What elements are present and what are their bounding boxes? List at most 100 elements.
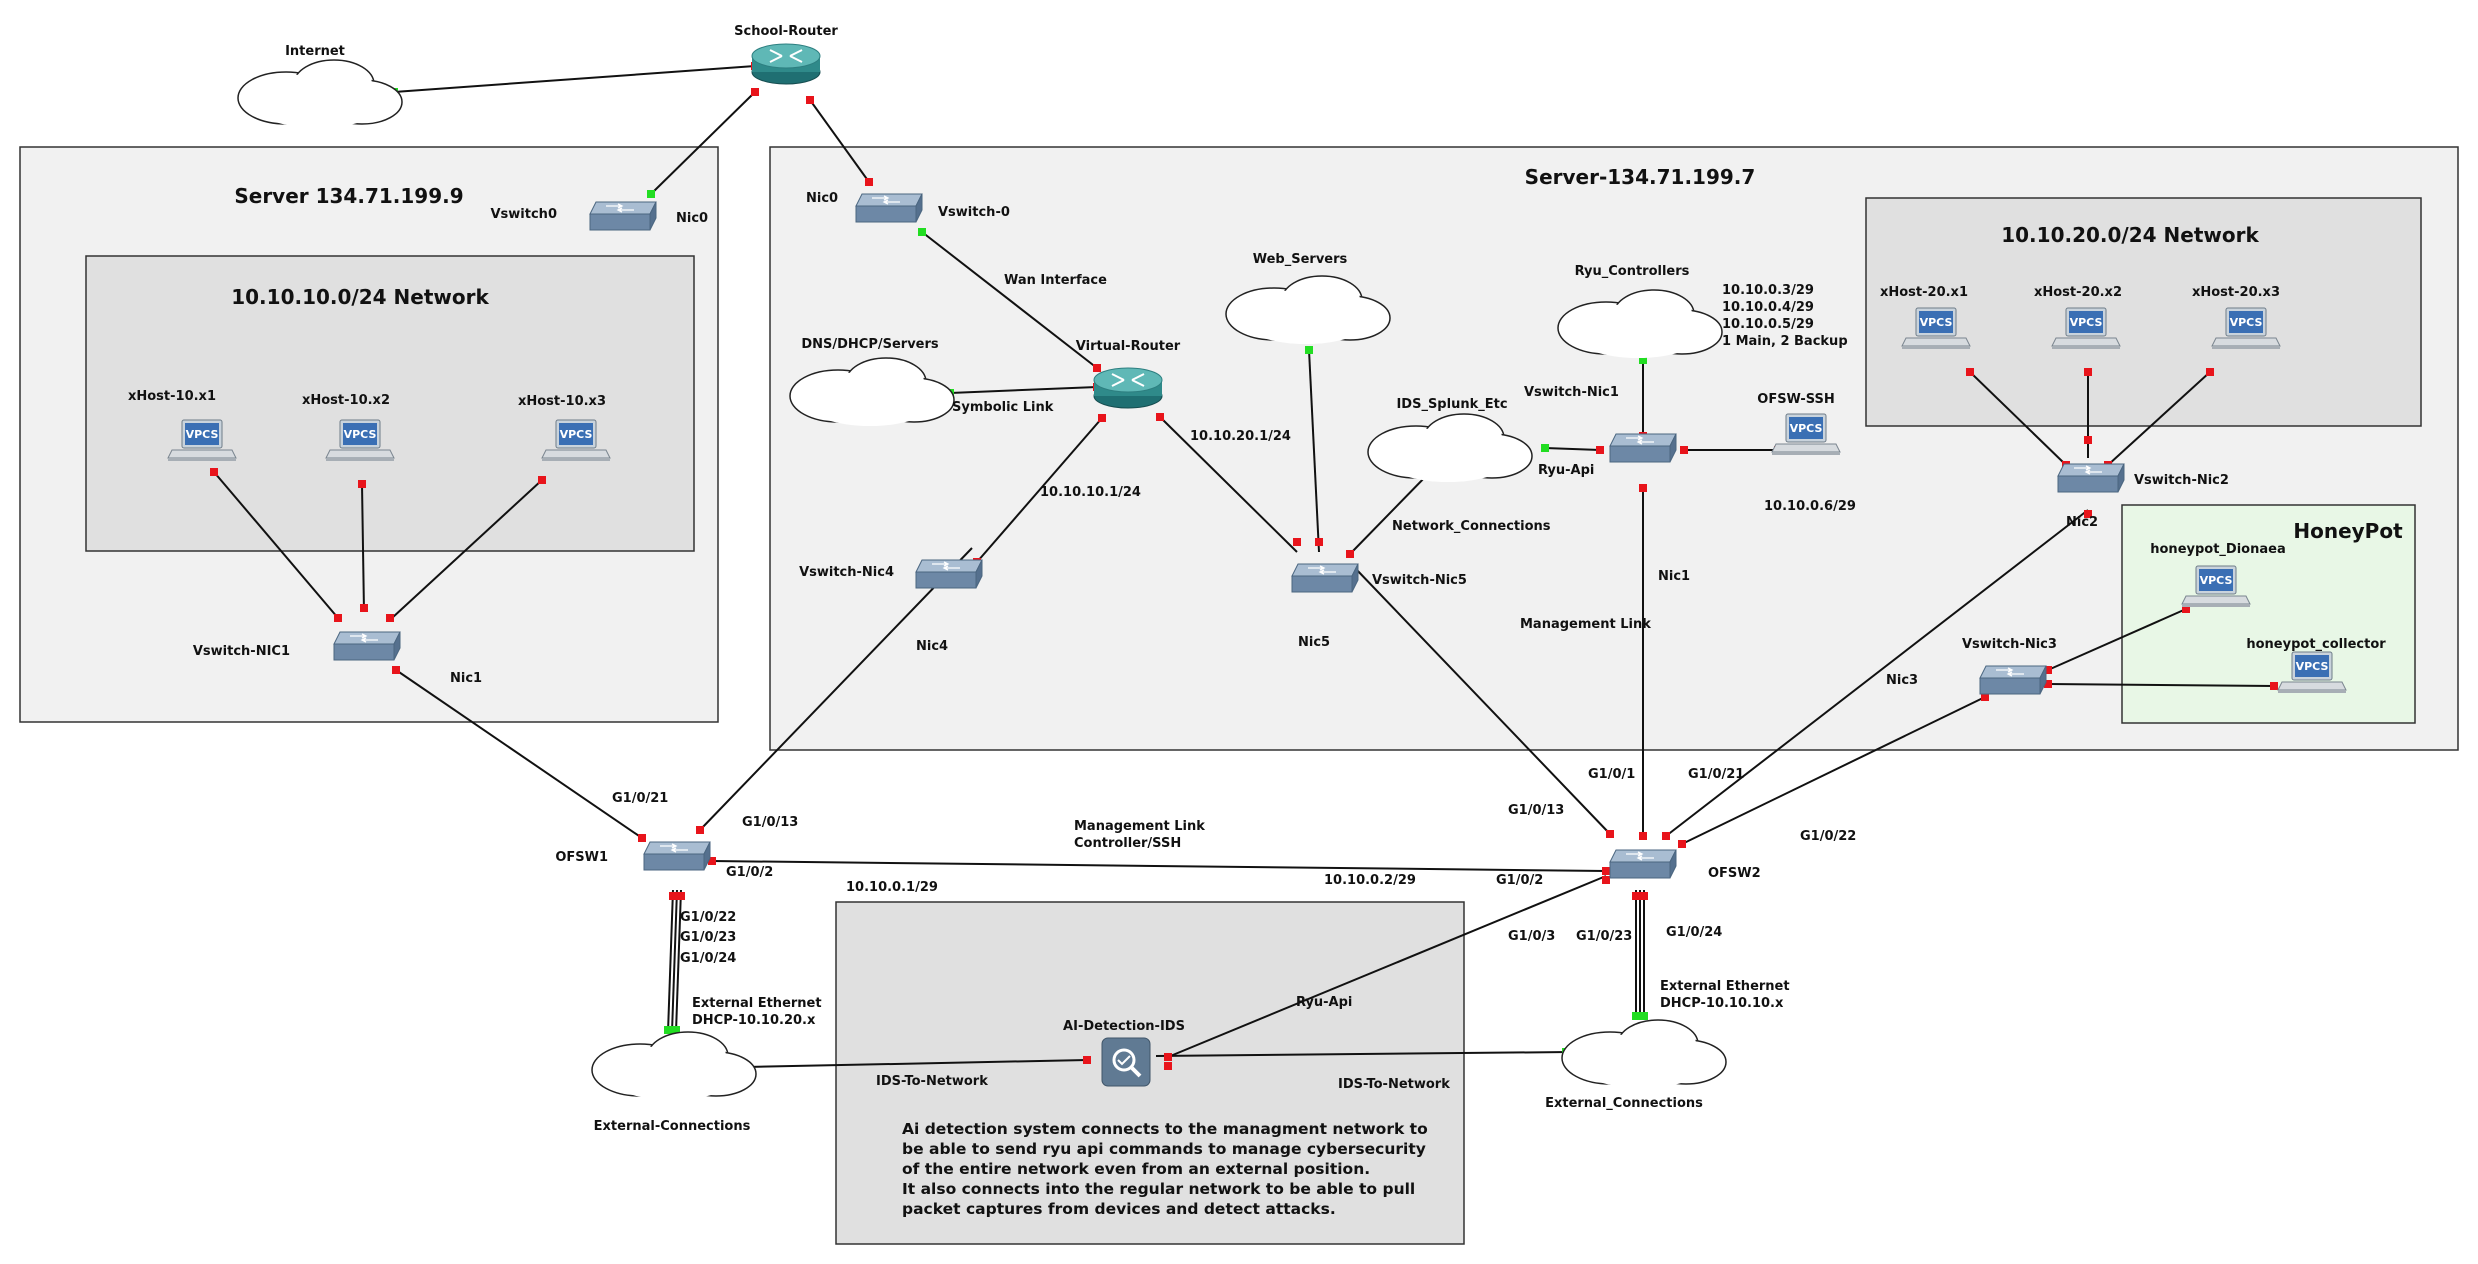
- ai-detection-ids-label: AI-Detection-IDS: [1063, 1019, 1185, 1034]
- ids-splunk-label: IDS_Splunk_Etc: [1396, 397, 1507, 412]
- ids-note: Ai detection system connects to the mana…: [902, 1120, 1428, 1218]
- note-line-2: be able to send ryu api commands to mana…: [902, 1140, 1426, 1158]
- net-10-1-label: 10.10.10.1/24: [1040, 485, 1141, 500]
- xhost-20-x1-icon[interactable]: VPCS: [1901, 307, 1971, 350]
- g1-0-24-left: G1/0/24: [680, 951, 736, 966]
- ofsw2-icon[interactable]: [1609, 849, 1677, 879]
- vswitch0-icon[interactable]: [589, 201, 657, 231]
- network-connections-label: Network_Connections: [1392, 519, 1551, 534]
- nic2-label: Nic2: [2066, 515, 2098, 530]
- internet-cloud[interactable]: [237, 59, 403, 129]
- xhost-10-x3-label: xHost-10.x3: [518, 394, 606, 409]
- server-7-title: Server-134.71.199.7: [1525, 165, 1756, 189]
- honeypot-dionaea-icon[interactable]: VPCS: [2181, 565, 2251, 608]
- xhost-20-x2-icon[interactable]: VPCS: [2051, 307, 2121, 350]
- g1-0-13-right: G1/0/13: [1508, 803, 1564, 818]
- nic4-label: Nic4: [916, 639, 948, 654]
- vpcs-hosts: VPCS xHost-10.x1 VPCS xHost-10.x2 VPCS x…: [128, 285, 2386, 694]
- vswitch-nic4-icon[interactable]: [915, 559, 983, 589]
- vswitch-0-label: Vswitch-0: [938, 205, 1010, 220]
- ai-detection-ids-icon[interactable]: [1101, 1037, 1151, 1087]
- vswitch-nic1-icon[interactable]: [1609, 433, 1677, 463]
- xhost-10-x2-label: xHost-10.x2: [302, 393, 390, 408]
- vswitch-nic1-left-label: Vswitch-NIC1: [193, 644, 290, 659]
- vswitch-nic5-label: Vswitch-Nic5: [1372, 573, 1467, 588]
- ext-eth-left-1: External Ethernet: [692, 996, 822, 1011]
- vswitch-nic3-icon[interactable]: [1979, 665, 2047, 695]
- g1-0-21-right: G1/0/21: [1688, 767, 1744, 782]
- xhost-20-x2-label: xHost-20.x2: [2034, 285, 2122, 300]
- ofsw-ssh-icon[interactable]: VPCS: [1771, 413, 1841, 456]
- ryu-controllers-label: Ryu_Controllers: [1575, 264, 1690, 279]
- dns-label: DNS/DHCP/Servers: [801, 337, 939, 352]
- honeypot-collector-label: honeypot_collector: [2246, 637, 2386, 652]
- virtual-router-icon[interactable]: [1093, 367, 1163, 409]
- ofsw1-label: OFSW1: [555, 850, 608, 865]
- network-10-title: 10.10.10.0/24 Network: [231, 285, 489, 309]
- nic5-label: Nic5: [1298, 635, 1330, 650]
- xhost-20-x1-label: xHost-20.x1: [1880, 285, 1968, 300]
- external-connections-left-cloud[interactable]: [591, 1031, 757, 1101]
- ids-to-network-left: IDS-To-Network: [876, 1074, 988, 1089]
- xhost-10-x2-icon[interactable]: VPCS: [325, 419, 395, 462]
- vswitch-nic5-icon[interactable]: [1291, 563, 1359, 593]
- ip-10-10-0-2: 10.10.0.2/29: [1324, 873, 1416, 888]
- ofsw-ssh-ip-label: 10.10.0.6/29: [1764, 499, 1856, 514]
- school-router-label: School-Router: [734, 24, 838, 39]
- g1-0-23-right: G1/0/23: [1576, 929, 1632, 944]
- network-10-box: [85, 255, 695, 552]
- network-20-box: [1865, 197, 2422, 427]
- external-connections-right-cloud[interactable]: [1561, 1019, 1727, 1089]
- ryu-ip-4: 1 Main, 2 Backup: [1722, 334, 1848, 349]
- ryu-ip-1: 10.10.0.3/29: [1722, 283, 1814, 298]
- xhost-10-x1-icon[interactable]: VPCS: [167, 419, 237, 462]
- vswitch-0-icon[interactable]: [855, 193, 923, 223]
- note-line-5: packet captures from devices and detect …: [902, 1200, 1336, 1218]
- nic0-label: Nic0: [806, 191, 838, 206]
- svg-text:VPCS: VPCS: [1790, 422, 1823, 435]
- ext-eth-right-1: External Ethernet: [1660, 979, 1790, 994]
- ids-to-network-right: IDS-To-Network: [1338, 1077, 1450, 1092]
- g1-0-13-left: G1/0/13: [742, 815, 798, 830]
- g1-0-1-right: G1/0/1: [1588, 767, 1635, 782]
- ofsw1-icon[interactable]: [643, 841, 711, 871]
- vswitch-nic2-label: Vswitch-Nic2: [2134, 473, 2229, 488]
- vswitch-nic1-left-icon[interactable]: [333, 631, 401, 661]
- xhost-10-x1-label: xHost-10.x1: [128, 389, 216, 404]
- xhost-20-x3-icon[interactable]: VPCS: [2211, 307, 2281, 350]
- xhost-10-x3-icon[interactable]: VPCS: [541, 419, 611, 462]
- vswitch-nic4-label: Vswitch-Nic4: [799, 565, 894, 580]
- note-line-1: Ai detection system connects to the mana…: [902, 1120, 1428, 1138]
- ofsw2-label: OFSW2: [1708, 866, 1761, 881]
- svg-text:VPCS: VPCS: [2070, 316, 2103, 329]
- g1-0-22-left: G1/0/22: [680, 910, 736, 925]
- school-router-icon[interactable]: [751, 43, 821, 85]
- g1-0-23-left: G1/0/23: [680, 930, 736, 945]
- internet-label: Internet: [285, 44, 345, 59]
- g1-0-2-right: G1/0/2: [1496, 873, 1543, 888]
- vswitch-nic2-icon[interactable]: [2057, 463, 2125, 493]
- vswitch-nic3-label: Vswitch-Nic3: [1962, 637, 2057, 652]
- svg-text:VPCS: VPCS: [186, 428, 219, 441]
- net-20-1-label: 10.10.20.1/24: [1190, 429, 1291, 444]
- web-servers-label: Web_Servers: [1253, 252, 1348, 267]
- ext-eth-left-2: DHCP-10.10.20.x: [692, 1013, 816, 1028]
- g1-0-2-left: G1/0/2: [726, 865, 773, 880]
- honeypot-title: HoneyPot: [2293, 519, 2403, 543]
- vswitch-nic1-label: Vswitch-Nic1: [1524, 385, 1619, 400]
- nic1-left-label: Nic1: [450, 671, 482, 686]
- management-link-label: Management Link: [1520, 617, 1651, 632]
- wan-interface-label: Wan Interface: [1004, 273, 1107, 288]
- honeypot-collector-icon[interactable]: VPCS: [2277, 651, 2347, 694]
- network-20-title: 10.10.20.0/24 Network: [2001, 223, 2259, 247]
- nic1-label: Nic1: [1658, 569, 1690, 584]
- note-line-4: It also connects into the regular networ…: [902, 1180, 1415, 1198]
- links: [213, 65, 2275, 1068]
- svg-text:VPCS: VPCS: [2296, 660, 2329, 673]
- g1-0-21-left: G1/0/21: [612, 791, 668, 806]
- mgmt-link-ctrl-1: Management Link: [1074, 819, 1205, 834]
- ryu-ip-3: 10.10.0.5/29: [1722, 317, 1814, 332]
- honeypot-dionaea-label: honeypot_Dionaea: [2150, 542, 2285, 557]
- mgmt-link-ctrl-2: Controller/SSH: [1074, 836, 1181, 851]
- ryu-ip-2: 10.10.0.4/29: [1722, 300, 1814, 315]
